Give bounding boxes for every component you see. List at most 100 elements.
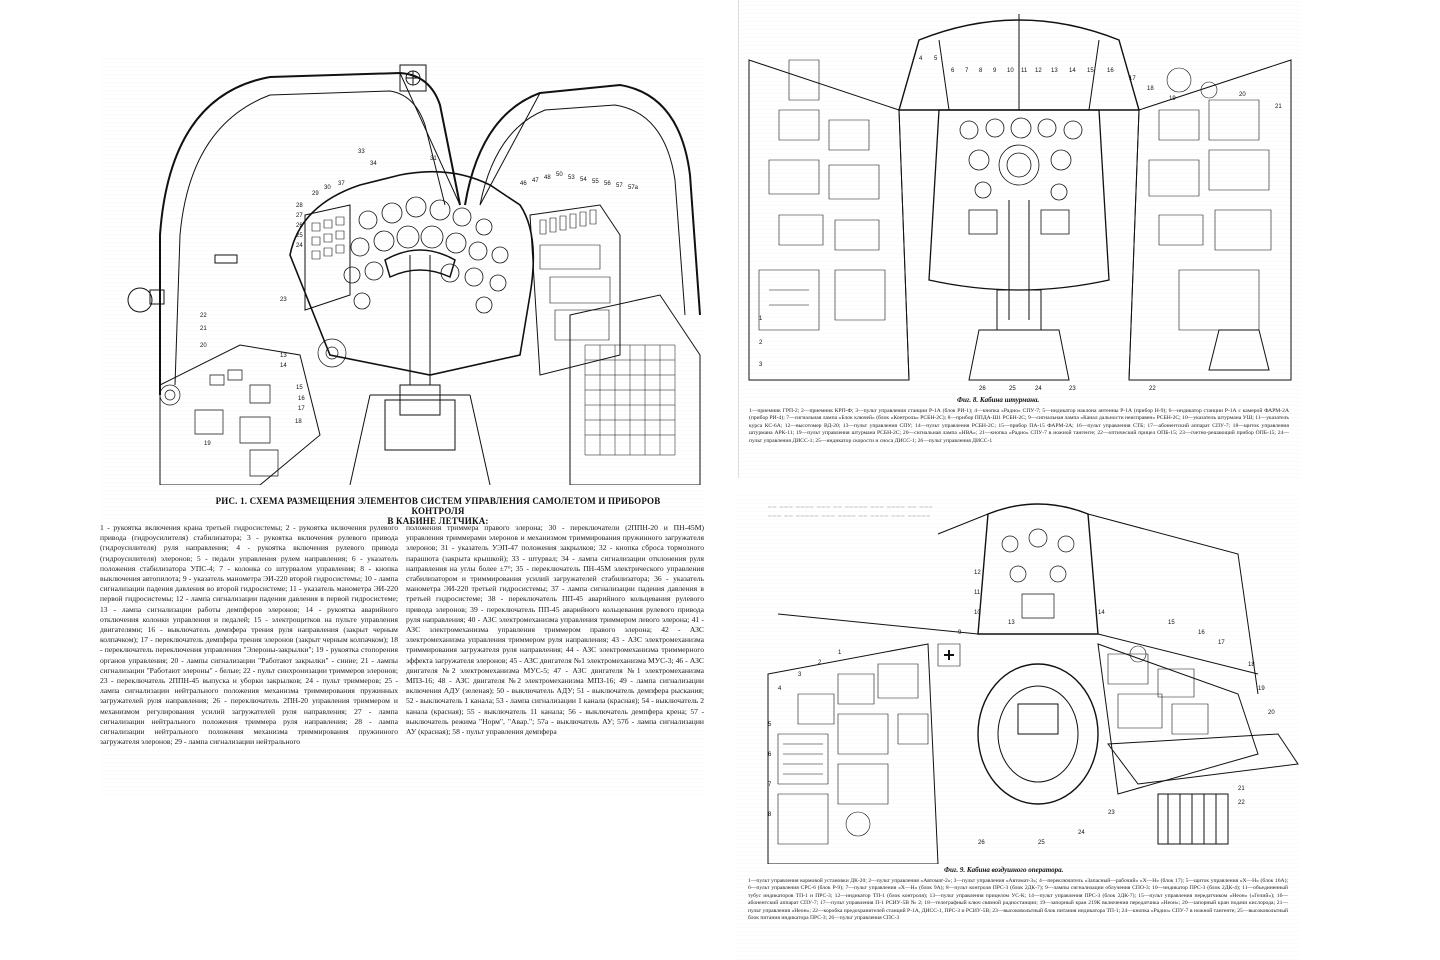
fig8-callout-11: 11 — [1021, 68, 1028, 74]
fig1-legend-left: 1 - рукоятка включения крана третьей гид… — [100, 523, 398, 747]
fig9-callout-16: 16 — [1198, 630, 1205, 636]
callout-56: 56 — [604, 181, 611, 187]
operator-cabin-page: ━━ ━━━ ━━━━ ━━━ ━━ ━━━━━ ━━━ ━━━━ ━━ ━━━… — [738, 494, 1300, 960]
callout-28: 28 — [296, 203, 303, 209]
fig8-callout-20: 20 — [1239, 92, 1246, 98]
fig9-callout-2: 2 — [818, 660, 822, 666]
fig9-callout-7: 7 — [768, 782, 772, 788]
fig8-callout-4: 4 — [919, 56, 923, 62]
callout-33: 33 — [358, 149, 365, 155]
callout-26: 26 — [296, 223, 303, 229]
fig9-callout-8: 8 — [768, 812, 772, 818]
fig8-callout-17: 17 — [1129, 76, 1136, 82]
fig8-callout-22: 22 — [1149, 386, 1156, 392]
fig8-callout-3: 3 — [759, 362, 763, 368]
callout-24: 24 — [296, 243, 303, 249]
callout-19: 19 — [204, 441, 211, 447]
fig9-callout-1: 1 — [838, 650, 842, 656]
callout-15: 15 — [296, 385, 303, 391]
pilot-cabin-drawing: 33 34 31 29 30 37 28 27 26 25 24 23 22 2… — [100, 55, 706, 485]
fig8-callout-1: 1 — [759, 316, 763, 322]
fig8-callout-16: 16 — [1107, 68, 1114, 74]
navigator-cabin-page: 4 5 6 7 8 9 10 11 12 13 14 15 16 17 18 1… — [738, 0, 1301, 478]
fig9-callout-20: 20 — [1268, 710, 1275, 716]
callout-31: 31 — [430, 156, 437, 162]
callout-29: 29 — [312, 191, 319, 197]
fig9-callout-15: 15 — [1168, 620, 1175, 626]
callout-53: 53 — [568, 175, 575, 181]
fig9-callout-18: 18 — [1248, 662, 1255, 668]
fig8-callout-6: 6 — [951, 68, 955, 74]
fig8-callout-18: 18 — [1147, 86, 1154, 92]
fig8-callout-26: 26 — [979, 386, 986, 392]
fig8-callout-12: 12 — [1035, 68, 1042, 74]
pilot-cabin-page: 33 34 31 29 30 37 28 27 26 25 24 23 22 2… — [100, 55, 706, 795]
fig8-caption: Фиг. 8. Кабина штурмана. — [957, 396, 1040, 404]
callout-34: 34 — [370, 161, 377, 167]
fig9-callout-22: 22 — [1238, 800, 1245, 806]
fig8-callout-2: 2 — [759, 340, 763, 346]
callout-54: 54 — [580, 177, 587, 183]
fig8-callout-15: 15 — [1087, 68, 1094, 74]
bleed-through-text: ━━ ━━━ ━━━━ ━━━ ━━ ━━━━━ ━━━ ━━━━ ━━ ━━━… — [768, 505, 934, 520]
callout-55: 55 — [592, 179, 599, 185]
callout-17: 17 — [298, 406, 305, 412]
fig8-callout-8: 8 — [979, 68, 983, 74]
fig9-callout-23: 23 — [1108, 810, 1115, 816]
callout-47: 47 — [532, 178, 539, 184]
fig9-legend: 1—пульт управления кормовой установки ДК… — [748, 878, 1288, 922]
fig9-caption: Фиг. 9. Кабина воздушного оператора. — [944, 866, 1064, 874]
fig1-caption-line2: В КАБИНЕ ЛЕТЧИКА: — [387, 516, 489, 526]
fig1-legend-right: положения триммера правого элерона; 30 -… — [406, 523, 704, 737]
fig9-callout-9: 9 — [958, 630, 962, 636]
fig8-callout-7: 7 — [965, 68, 969, 74]
callout-27: 27 — [296, 213, 303, 219]
fig9-callout-6: 6 — [768, 752, 772, 758]
fig8-callout-21: 21 — [1275, 104, 1282, 110]
callout-48: 48 — [544, 175, 551, 181]
callout-21: 21 — [200, 326, 207, 332]
callout-13: 13 — [280, 353, 287, 359]
navigator-cabin-drawing: 4 5 6 7 8 9 10 11 12 13 14 15 16 17 18 1… — [739, 0, 1301, 392]
callout-57a: 57а — [628, 185, 639, 191]
fig9-callout-26: 26 — [978, 840, 985, 846]
callout-20: 20 — [200, 343, 207, 349]
fig1-caption-line1: РИС. 1. СХЕМА РАЗМЕЩЕНИЯ ЭЛЕМЕНТОВ СИСТЕ… — [215, 496, 661, 516]
fig8-callout-14: 14 — [1069, 68, 1076, 74]
fig9-callout-3: 3 — [798, 672, 802, 678]
callout-18: 18 — [295, 419, 302, 425]
fig9-callout-14: 14 — [1098, 610, 1105, 616]
callout-23: 23 — [280, 297, 287, 303]
fig9-callout-5: 5 — [768, 722, 772, 728]
fig9-callout-12: 12 — [974, 570, 981, 576]
operator-cabin-drawing: 1 2 3 4 5 6 7 8 9 10 11 12 13 14 15 16 1… — [738, 494, 1300, 864]
callout-57: 57 — [616, 183, 623, 189]
fig8-callout-10: 10 — [1007, 68, 1014, 74]
fig8-callout-9: 9 — [993, 68, 997, 74]
callout-16: 16 — [298, 396, 305, 402]
fig8-legend: 1—приемник ГРП-2; 2—приемник КРП-Ф; 3—пу… — [749, 408, 1289, 444]
fig8-callout-13: 13 — [1051, 68, 1058, 74]
callout-30: 30 — [324, 185, 331, 191]
fig9-callout-11: 11 — [974, 590, 981, 596]
callout-25: 25 — [296, 233, 303, 239]
fig9-callout-24: 24 — [1078, 830, 1085, 836]
callout-50: 50 — [556, 172, 563, 178]
callout-22: 22 — [200, 313, 207, 319]
fig9-callout-13: 13 — [1008, 620, 1015, 626]
fig9-callout-4: 4 — [778, 686, 782, 692]
fig9-callout-25: 25 — [1038, 840, 1045, 846]
fig9-callout-19: 19 — [1258, 686, 1265, 692]
callout-46: 46 — [520, 181, 527, 187]
fig8-callout-24: 24 — [1035, 386, 1042, 392]
fig9-callout-10: 10 — [974, 610, 981, 616]
fig8-callout-25: 25 — [1009, 386, 1016, 392]
fig9-callout-17: 17 — [1218, 640, 1225, 646]
fig8-callout-23: 23 — [1069, 386, 1076, 392]
callout-14: 14 — [280, 363, 287, 369]
fig8-callout-19: 19 — [1169, 96, 1176, 102]
fig1-caption: РИС. 1. СХЕМА РАЗМЕЩЕНИЯ ЭЛЕМЕНТОВ СИСТЕ… — [198, 496, 678, 526]
fig9-callout-21: 21 — [1238, 786, 1245, 792]
callout-37: 37 — [338, 181, 345, 187]
fig8-callout-5: 5 — [934, 56, 938, 62]
